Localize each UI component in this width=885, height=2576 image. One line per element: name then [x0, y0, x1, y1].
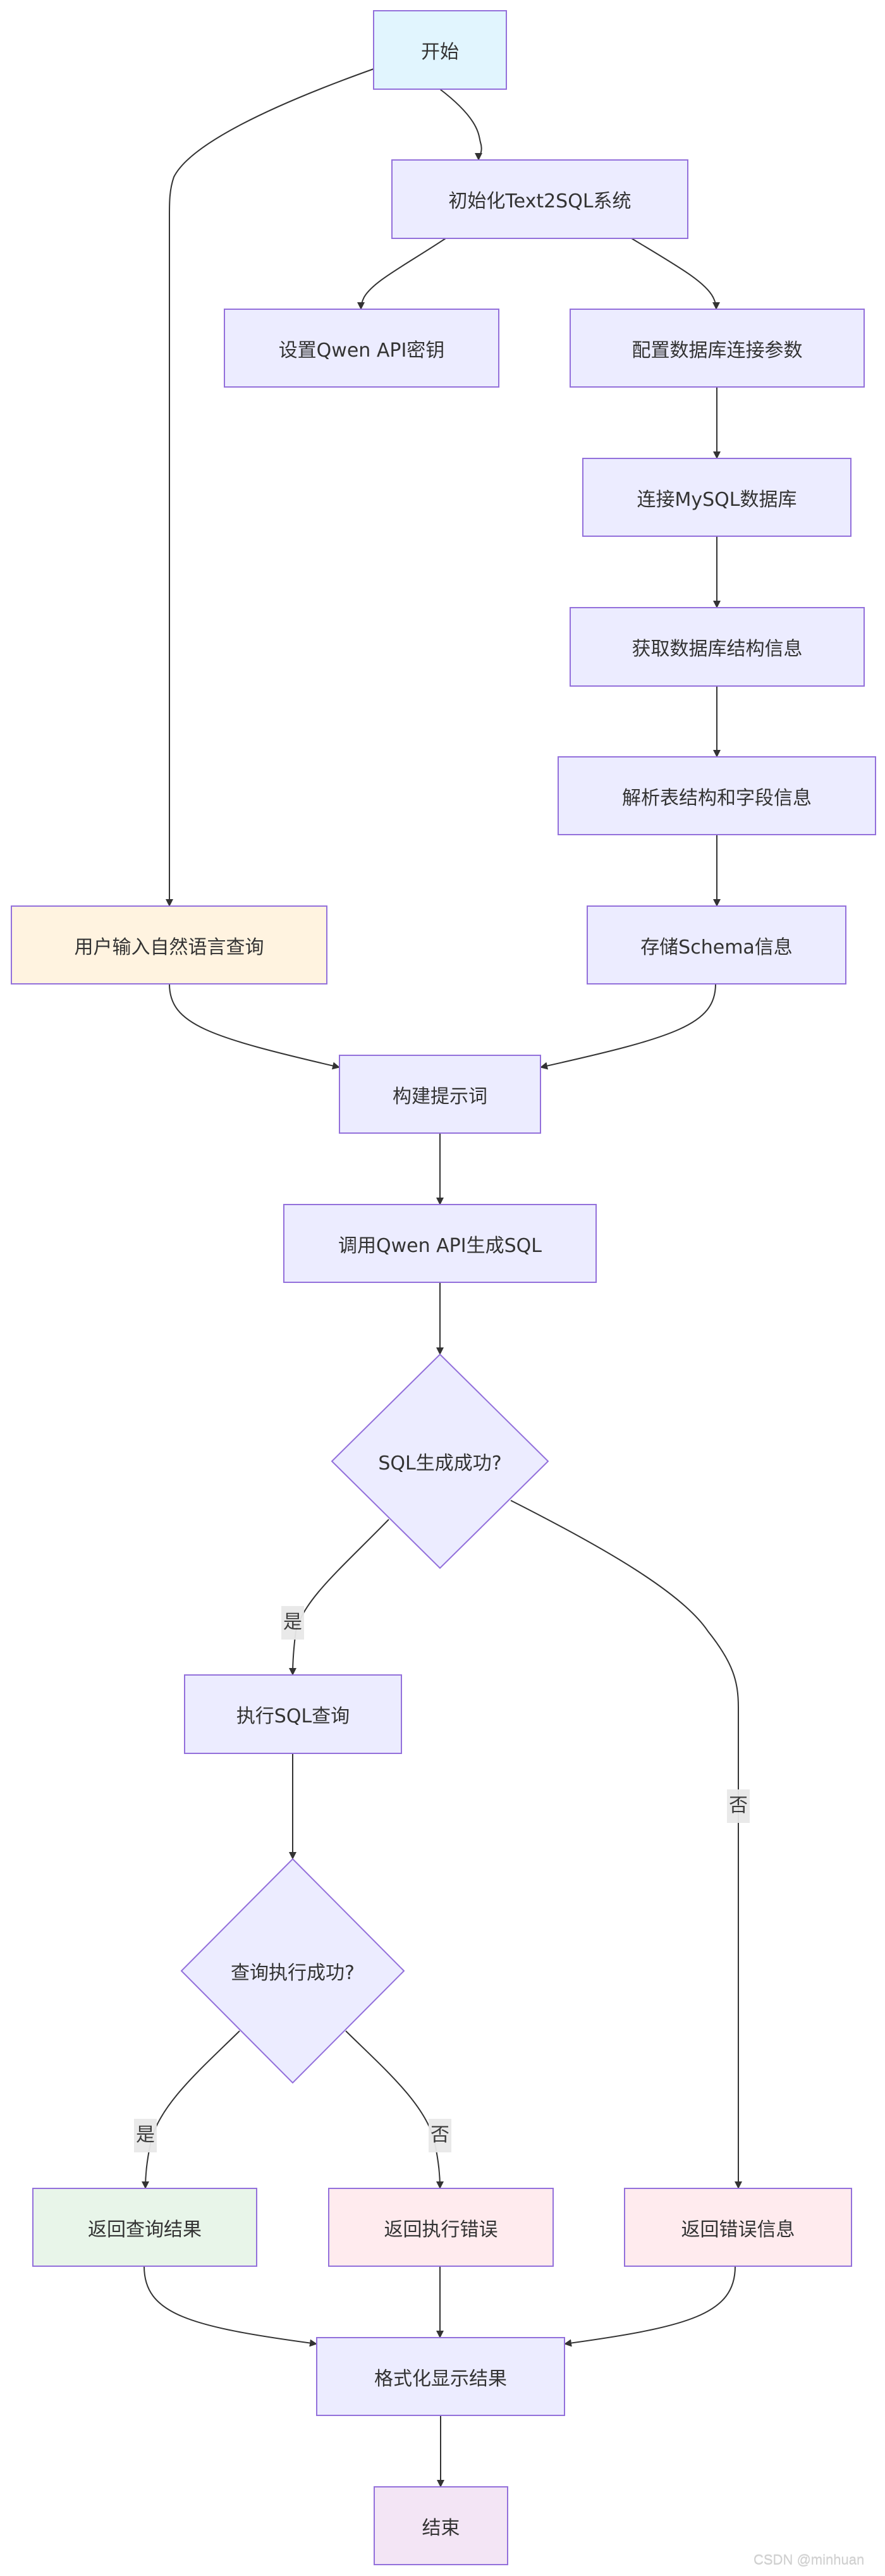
edge-start-to-user-input: [166, 68, 374, 907]
edge-sql-ok-to-exec-sql: [289, 1519, 389, 1676]
edge-label-sql-ok-to-exec-sql: 是: [281, 1606, 304, 1640]
node-exec-sql-box: [184, 1674, 402, 1754]
watermark: CSDN @minhuan: [754, 2552, 865, 2568]
node-return-result-box: [32, 2188, 257, 2267]
node-set-api-key-box: [224, 309, 499, 388]
node-get-schema-box: [570, 607, 865, 687]
node-sql-ok-diamond: [331, 1353, 549, 1569]
edge-sql-ok-to-return-error-info: [510, 1500, 742, 2189]
edge-return-result-to-format-result: [143, 2266, 317, 2347]
node-return-error-info-box: [624, 2188, 852, 2267]
node-build-prompt-box: [339, 1055, 541, 1134]
node-config-db-box: [570, 309, 865, 388]
node-return-exec-error-box: [328, 2188, 554, 2267]
node-start-box: [373, 10, 507, 90]
node-init-box: [391, 159, 688, 239]
node-end-box: [374, 2486, 508, 2565]
edge-store-schema-to-build-prompt: [540, 983, 716, 1070]
node-connect-mysql-box: [582, 458, 851, 537]
edge-init-to-config-db: [631, 238, 720, 310]
node-exec-ok-diamond: [180, 1858, 405, 2084]
node-store-schema-box: [587, 905, 846, 984]
edge-init-to-set-api-key: [357, 238, 446, 310]
node-call-api-box: [283, 1204, 597, 1283]
edge-user-input-to-build-prompt: [169, 983, 340, 1070]
edge-start-to-init: [439, 89, 483, 161]
edge-exec-ok-to-return-exec-error: [345, 2030, 444, 2189]
node-parse-schema-box: [558, 756, 876, 835]
edge-label-sql-ok-to-return-error-info: 否: [727, 1789, 750, 1823]
edge-label-exec-ok-to-return-exec-error: 否: [429, 2119, 451, 2152]
edge-exec-ok-to-return-result: [142, 2030, 240, 2189]
edge-return-error-info-to-format-result: [564, 2266, 736, 2347]
node-format-result-box: [316, 2337, 565, 2416]
edge-label-exec-ok-to-return-result: 是: [134, 2119, 157, 2152]
node-user-input-box: [11, 905, 327, 984]
